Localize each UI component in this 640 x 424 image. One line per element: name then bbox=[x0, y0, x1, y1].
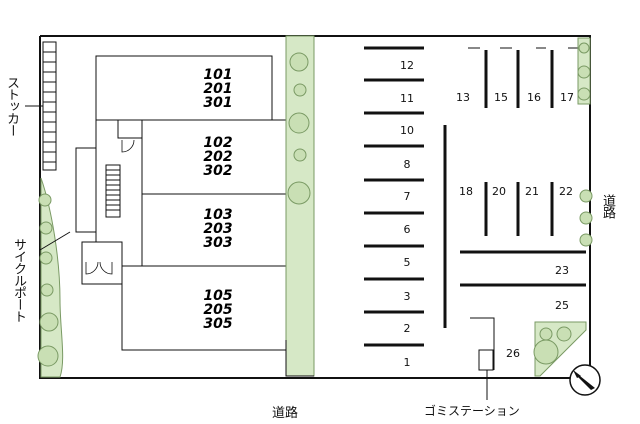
staircase bbox=[105, 164, 121, 218]
parking-slot-21: 21 bbox=[525, 185, 539, 198]
north-arrow-icon bbox=[569, 364, 601, 396]
parking-slot-23: 23 bbox=[555, 264, 569, 277]
building-102 bbox=[141, 119, 287, 195]
top-right-trees bbox=[577, 42, 591, 101]
parking-slot-7: 7 bbox=[403, 190, 411, 203]
parking-slot-18: 18 bbox=[459, 185, 473, 198]
central-trees bbox=[287, 52, 311, 205]
cycle-port-label: サイクルポート bbox=[11, 238, 26, 322]
parking-slot-3: 3 bbox=[403, 290, 411, 303]
parking-slot-2: 2 bbox=[403, 322, 411, 335]
stocker bbox=[42, 41, 57, 171]
parking-slot-26: 26 bbox=[506, 347, 520, 360]
parking-slot-10: 10 bbox=[400, 124, 414, 137]
parking-lines-top-right bbox=[484, 50, 554, 108]
parking-slot-16: 16 bbox=[527, 91, 541, 104]
parking-slot-22: 22 bbox=[559, 185, 573, 198]
parking-slot-12: 12 bbox=[400, 59, 414, 72]
garbage-station-outline bbox=[470, 317, 495, 370]
building-105 bbox=[121, 265, 301, 351]
right-trees bbox=[579, 189, 593, 247]
left-trees bbox=[37, 193, 59, 367]
building-101 bbox=[95, 55, 273, 121]
cycle-port-leader bbox=[39, 231, 71, 251]
parking-slot-15: 15 bbox=[494, 91, 508, 104]
parking-lines-left bbox=[364, 46, 424, 347]
parking-slot-5: 5 bbox=[403, 256, 411, 269]
parking-slot-6: 6 bbox=[403, 223, 411, 236]
parking-lines-lower-right bbox=[460, 250, 586, 287]
road-right-label: 道路 bbox=[600, 194, 615, 218]
parking-slot-17: 17 bbox=[560, 91, 574, 104]
parking-slot-20: 20 bbox=[492, 185, 506, 198]
parking-slot-8: 8 bbox=[403, 158, 411, 171]
building-103 bbox=[141, 193, 287, 267]
cycle-port bbox=[75, 147, 97, 233]
corner-trees bbox=[533, 326, 572, 365]
parking-slot-13: 13 bbox=[456, 91, 470, 104]
entrance bbox=[81, 241, 123, 285]
garbage-station-label: ゴミステーション bbox=[424, 404, 520, 418]
stocker-label: ストッカー bbox=[4, 76, 19, 136]
parking-lines-middle-right bbox=[484, 182, 554, 236]
garbage-station bbox=[478, 349, 494, 371]
parking-slot-25: 25 bbox=[555, 299, 569, 312]
parking-slot-11: 11 bbox=[400, 92, 414, 105]
parking-slot-1: 1 bbox=[403, 356, 411, 369]
road-bottom-label: 道路 bbox=[272, 406, 299, 421]
